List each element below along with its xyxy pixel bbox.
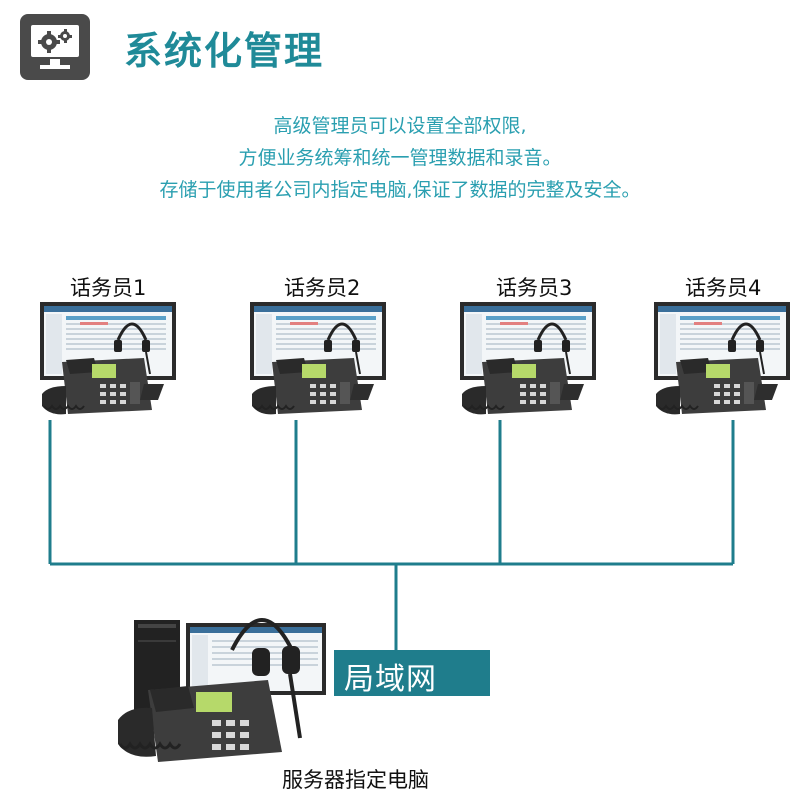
lan-label-box: 局域网 bbox=[334, 650, 490, 697]
operator-label-2: 话务员2 bbox=[284, 276, 361, 300]
server-headset bbox=[230, 618, 302, 739]
operator-workstation-2 bbox=[248, 300, 388, 416]
lan-lines bbox=[48, 420, 735, 650]
operator-workstation-3 bbox=[458, 300, 598, 416]
description-line-1: 高级管理员可以设置全部权限, bbox=[273, 115, 527, 137]
operator-label-3: 话务员3 bbox=[496, 276, 573, 300]
operator-workstation-4 bbox=[652, 300, 792, 416]
lan-label: 局域网 bbox=[344, 662, 437, 697]
server-phone bbox=[118, 680, 282, 762]
operator-workstation-1 bbox=[38, 300, 178, 416]
description-line-2: 方便业务统筹和统一管理数据和录音。 bbox=[238, 147, 562, 169]
monitor-gears-icon bbox=[20, 14, 90, 80]
server-label: 服务器指定电脑 bbox=[282, 768, 429, 792]
description-line-3: 存储于使用者公司内指定电脑,保证了数据的完整及安全。 bbox=[159, 179, 641, 201]
operator-label-4: 话务员4 bbox=[685, 276, 762, 300]
page-title: 系统化管理 bbox=[124, 29, 325, 73]
operator-label-1: 话务员1 bbox=[70, 276, 147, 300]
